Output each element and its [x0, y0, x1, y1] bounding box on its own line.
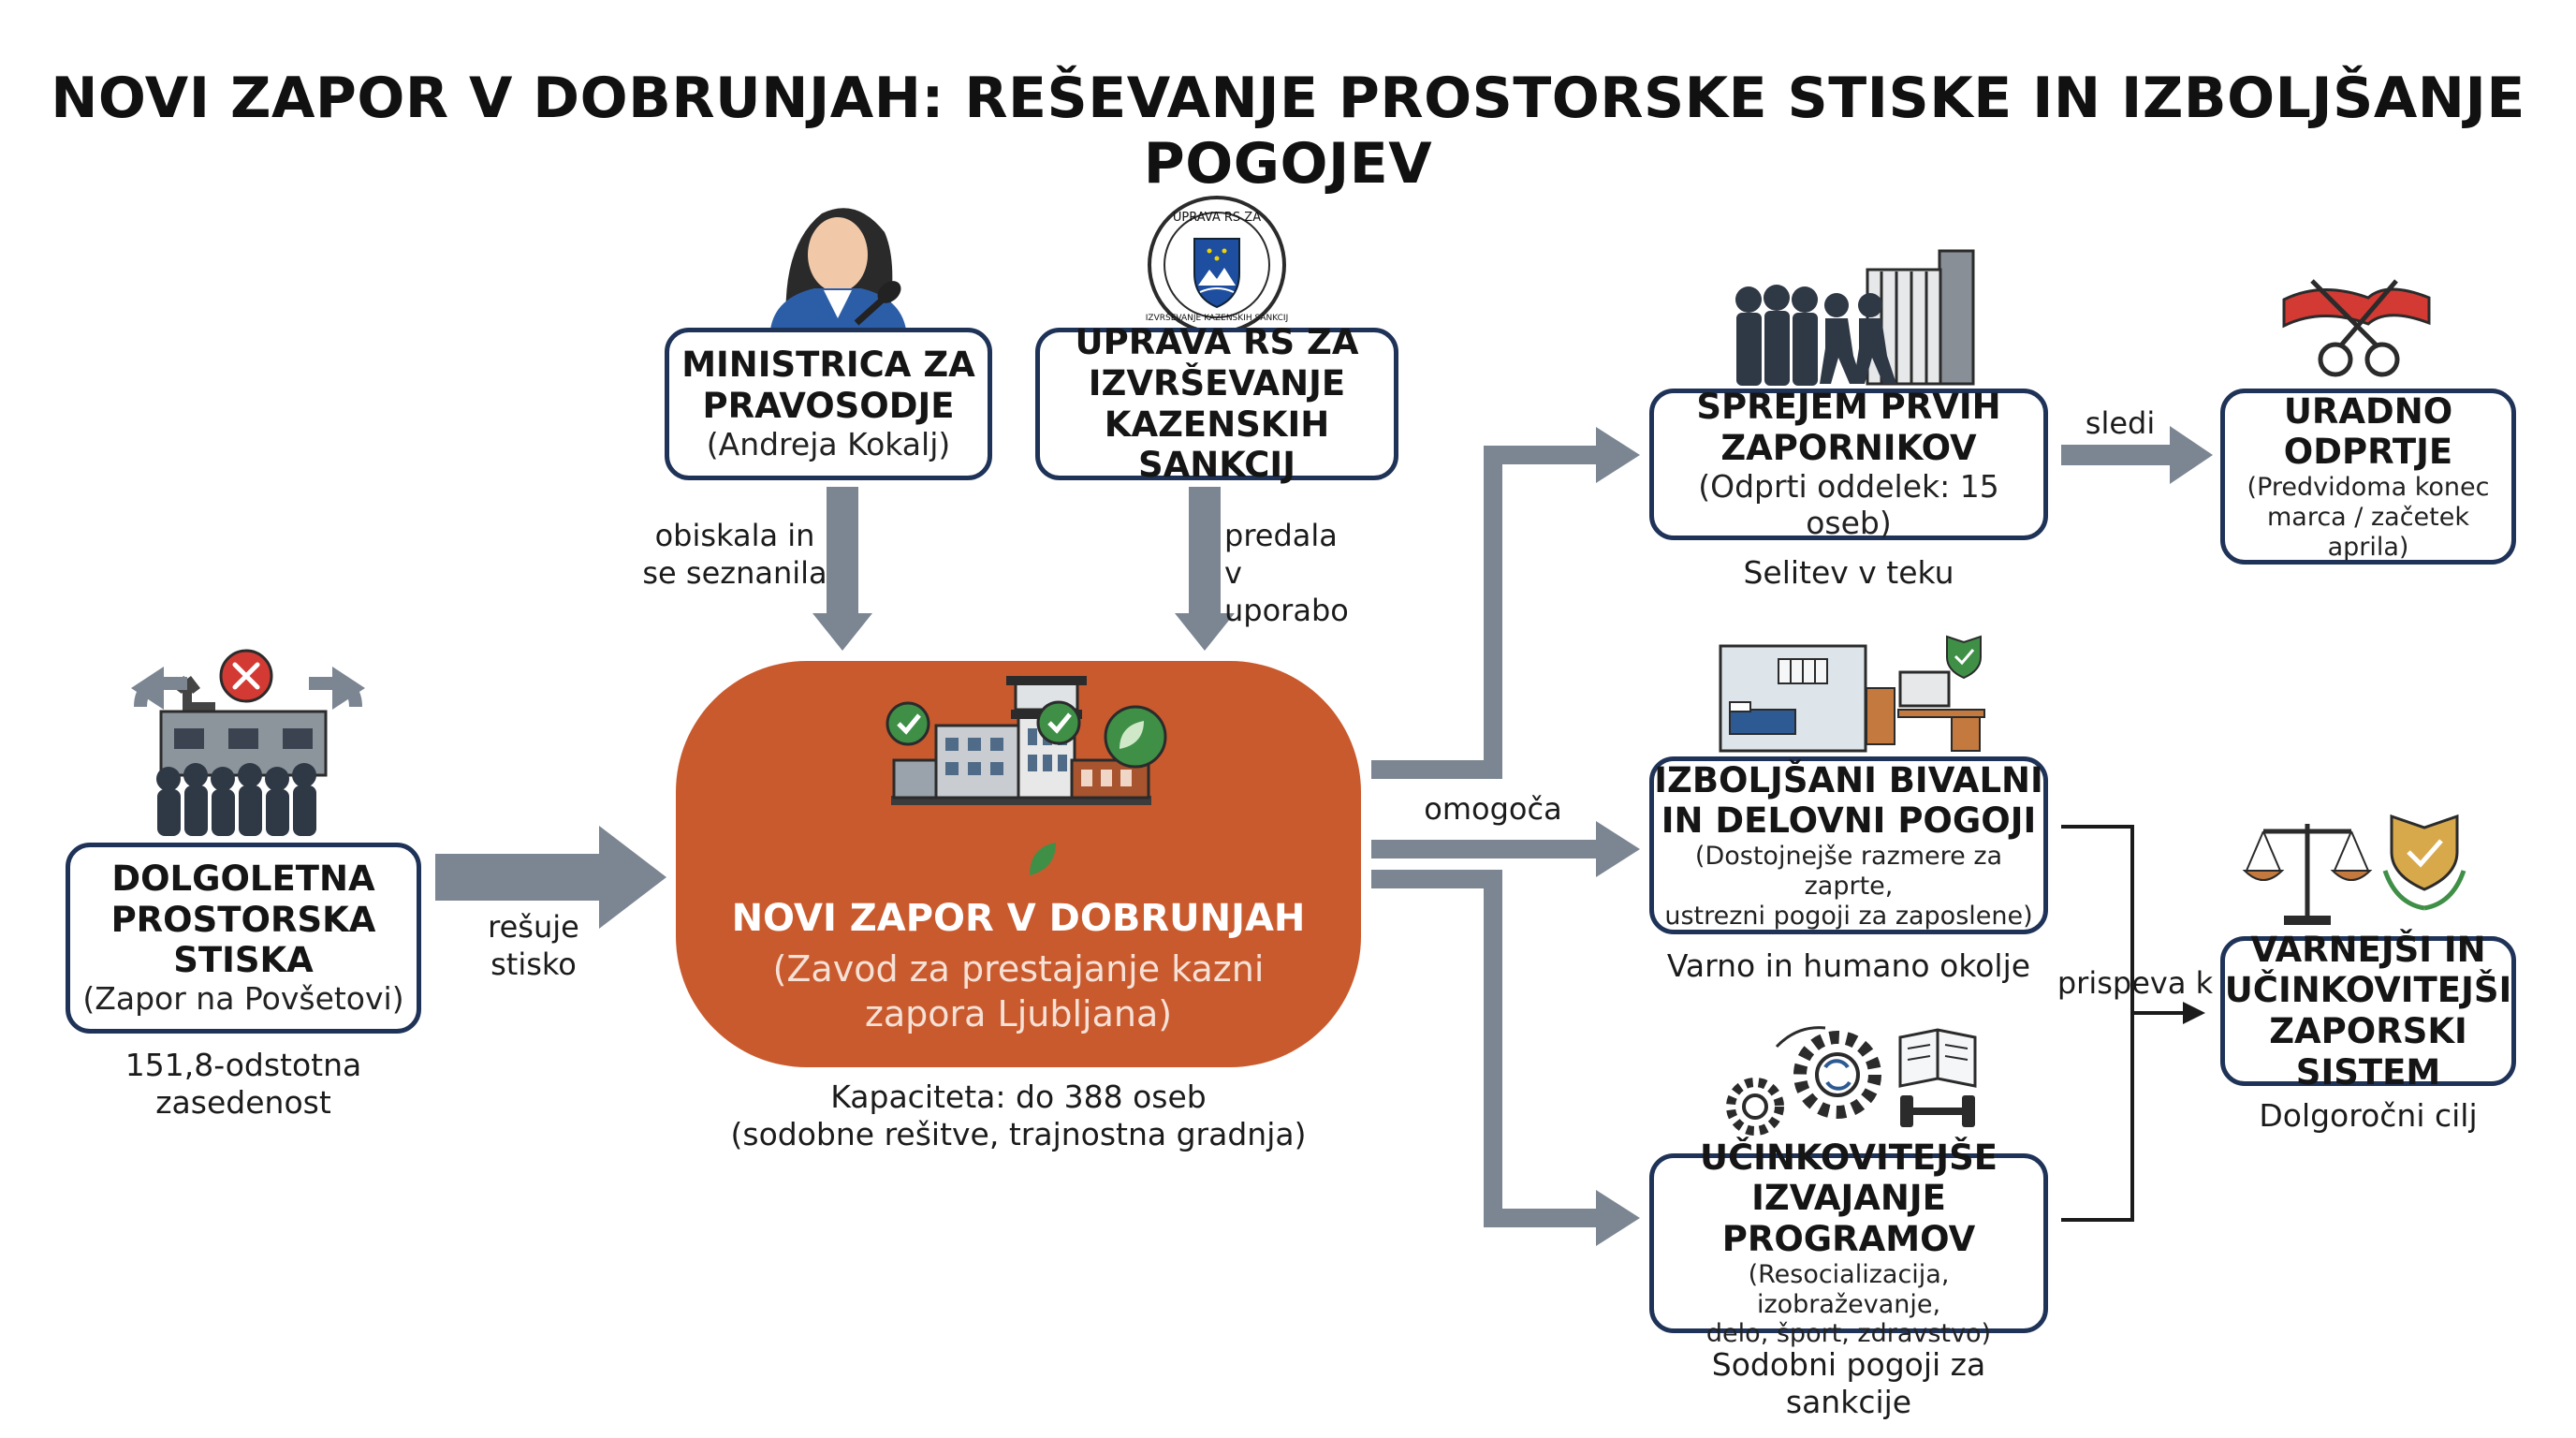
center-caption-line: (sodobne rešitve, trajnostna gradnja) — [730, 1116, 1307, 1153]
arrow-center-to-outcomes — [1371, 427, 1640, 1246]
outcome-subtitle-line: delo, šport, zdravstvo) — [1705, 1319, 1992, 1349]
connector-outcomes-to-goal — [2061, 825, 2205, 1222]
outcome-subtitle-line: (Resocializacija, izobraževanje, — [1748, 1259, 1950, 1319]
opening-box: URADNO ODPRTJE (Predvidoma konec marca /… — [2220, 389, 2516, 565]
cell-and-office-icon — [1719, 635, 1985, 753]
minister-arrow-label-line: se seznanila — [642, 555, 827, 591]
center-subtitle-line: zapora Ljubljana) — [864, 992, 1173, 1034]
arrow-minister-to-center — [812, 487, 872, 651]
center-title: NOVI ZAPOR V DOBRUNJAH — [731, 897, 1306, 940]
seal-text-bottom: IZVRŠEVANJE KAZENSKIH SANKCIJ — [1146, 312, 1288, 323]
center-subtitle-line: (Zavod za prestajanje kazni — [772, 948, 1265, 990]
center-caption: Kapaciteta: do 388 oseb (sodobne rešitve… — [676, 1078, 1361, 1154]
goal-title-line: UČINKOVITEJŠI — [2224, 970, 2512, 1011]
arrow-problem-to-center — [435, 826, 666, 929]
center-subtitle: (Zavod za prestajanje kazni zapora Ljubl… — [676, 947, 1361, 1037]
outcome-subtitle-line: ustrezni pogoji za zaposlene) — [1664, 901, 2033, 931]
outcome-subtitle-line: (Dostojnejše razmere za zaprte, — [1694, 841, 2003, 901]
solves-label-line: stisko — [490, 946, 577, 982]
goal-title-line: ZAPORSKI SISTEM — [2269, 1011, 2467, 1093]
administration-title-line: IZVRŠEVANJE — [1088, 362, 1346, 404]
outcome-caption: Varno in humano okolje — [1666, 947, 2031, 984]
problem-box: DOLGOLETNA PROSTORSKA STISKA (Zapor na P… — [66, 843, 421, 1034]
outcome-box-programs: UČINKOVITEJŠE IZVAJANJE PROGRAMOV (Resoc… — [1649, 1137, 2048, 1348]
goal-title-line: VARNEJŠI IN — [2250, 929, 2486, 970]
minister-speaker-icon — [770, 208, 906, 330]
opening-title-line: URADNO — [2283, 390, 2453, 432]
arrow-reception-to-opening — [2061, 426, 2213, 484]
goal-box: VARNEJŠI IN UČINKOVITEJŠI ZAPORSKI SISTE… — [2220, 930, 2516, 1093]
prisoners-entering-gate-icon — [1735, 249, 1975, 386]
outcome-title-line: IN DELOVNI POGOJI — [1661, 800, 2037, 842]
problem-title-line: PROSTORSKA — [110, 899, 376, 940]
administration-title-line: KAZENSKIH SANKCIJ — [1104, 404, 1330, 486]
goal-caption: Dolgoročni cilj — [2259, 1097, 2478, 1134]
problem-caption-line: zasedenost — [155, 1084, 331, 1122]
outcome-caption: Selitev v teku — [1743, 554, 1954, 591]
minister-arrow-label: obiskala in se seznanila — [637, 517, 833, 592]
outcome-title-line: IZBOLJŠANI BIVALNI — [1654, 759, 2043, 800]
outcome-caption: Sodobni pogoji za sankcije — [1711, 1346, 1986, 1421]
minister-subtitle: (Andreja Kokalj) — [706, 425, 951, 462]
follows-label: sledi — [2085, 405, 2156, 441]
enables-label: omogoča — [1424, 791, 1562, 827]
center-caption-line: Kapaciteta: do 388 oseb — [830, 1078, 1207, 1115]
outcome-box-conditions: IZBOLJŠANI BIVALNI IN DELOVNI POGOJI (Do… — [1649, 756, 2048, 934]
contributes-label: prispeva k — [2056, 965, 2214, 1001]
page-title: NOVI ZAPOR V DOBRUNJAH: REŠEVANJE PROSTO… — [51, 66, 2525, 197]
problem-title-line: STISKA — [173, 940, 314, 981]
administration-arrow-label: predala v uporabo — [1224, 517, 1355, 629]
outcome-title-line: UČINKOVITEJŠE — [1699, 1137, 1998, 1178]
problem-title-line: DOLGOLETNA — [111, 858, 375, 900]
problem-subtitle: (Zapor na Povšetovi) — [82, 980, 404, 1018]
administration-title-line: UPRAVA RS ZA — [1075, 322, 1359, 363]
minister-title-line: PRAVOSODJE — [702, 386, 955, 427]
ribbon-cutting-icon — [2282, 279, 2431, 377]
gears-book-dumbbell-icon — [1726, 1026, 1977, 1136]
solves-label-line: rešuje — [488, 909, 579, 945]
administration-arrow-label-line: predala v — [1224, 518, 1338, 591]
arrow-administration-to-center — [1175, 487, 1235, 651]
outcome-box-reception: SPREJEM PRVIH ZAPORNIKOV (Odprti oddelek… — [1649, 387, 2048, 541]
minister-title-line: MINISTRICA ZA — [681, 345, 975, 386]
justice-scale-shield-icon — [2242, 814, 2466, 925]
outcome-subtitle-line: (Odprti oddelek: 15 oseb) — [1698, 467, 1999, 541]
administration-box: UPRAVA RS ZA IZVRŠEVANJE KAZENSKIH SANKC… — [1035, 322, 1398, 485]
problem-caption-line: 151,8-odstotna — [124, 1047, 362, 1083]
outcome-title-line: SPREJEM PRVIH — [1696, 387, 2001, 428]
administration-seal-icon: UPRAVA RS ZA IZVRŠEVANJE KAZENSKIH SANKC… — [1146, 196, 1288, 334]
minister-box: MINISTRICA ZA PRAVOSODJE (Andreja Kokalj… — [665, 328, 992, 480]
minister-arrow-label-line: obiskala in — [654, 518, 815, 553]
outcome-title-line: ZAPORNIKOV — [1720, 428, 1977, 469]
opening-subtitle-line: (Predvidoma konec — [2247, 472, 2490, 502]
administration-arrow-label-line: uporabo — [1224, 593, 1349, 628]
outcome-title-line: IZVAJANJE PROGRAMOV — [1721, 1178, 1976, 1260]
opening-title-line: ODPRTJE — [2283, 432, 2453, 473]
opening-subtitle-line: marca / začetek aprila) — [2266, 502, 2469, 562]
problem-caption: 151,8-odstotna zasedenost — [66, 1047, 421, 1123]
seal-text-top: UPRAVA RS ZA — [1173, 211, 1261, 225]
solves-label: rešuje stisko — [468, 908, 599, 983]
overcrowded-prison-icon — [131, 649, 365, 836]
